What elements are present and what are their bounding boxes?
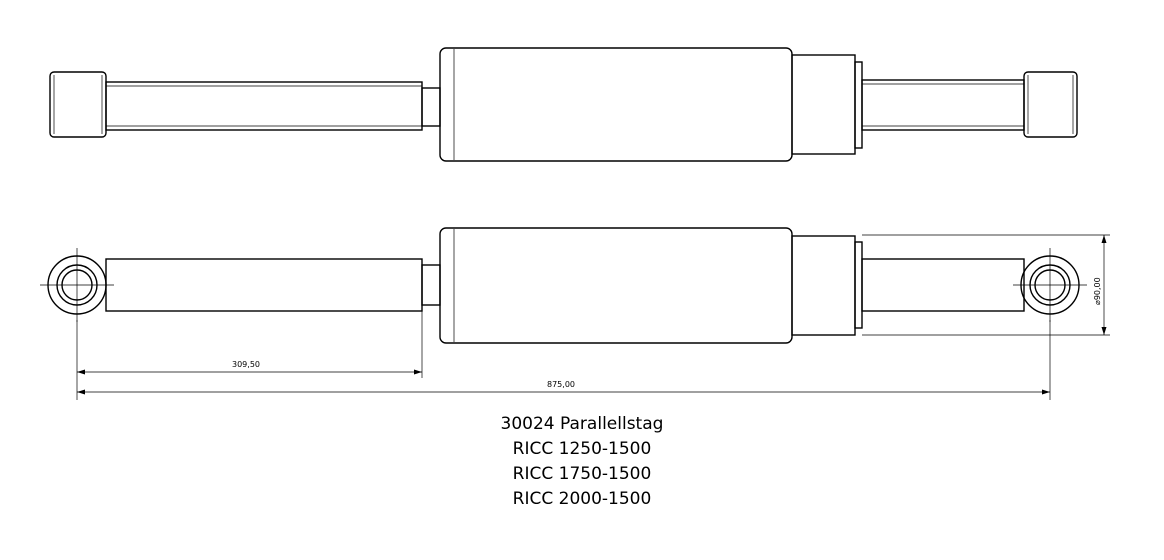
dimension-length-total: 875,00 [77,320,1051,400]
bottom-cap [854,241,863,329]
top-collar [791,54,856,155]
technical-drawing: 309,50 875,00 ⌀90,00 [40,47,1110,400]
caption-model: RICC 1750-1500 [512,464,652,484]
dimension-length-left-label: 309,50 [232,360,260,369]
bottom-left-eye [40,248,114,322]
bottom-right-rod [861,258,1025,312]
dimension-length-left: 309,50 [76,311,423,400]
top-left-rod [105,81,423,131]
top-right-rod [861,79,1025,131]
top-right-end-bushing [1023,71,1078,138]
bottom-left-rod [105,258,423,312]
caption: 30024 Parallellstag RICC 1250-1500 RICC … [382,412,782,512]
top-neck [421,87,441,127]
bottom-neck [421,264,441,306]
bottom-right-eye [1013,248,1087,322]
caption-title: 30024 Parallellstag [500,414,664,434]
dimension-length-total-label: 875,00 [547,380,575,389]
caption-model: RICC 1250-1500 [512,439,652,459]
top-cylinder [439,47,793,162]
caption-model: RICC 2000-1500 [512,489,652,509]
bottom-cylinder [439,227,793,344]
top-left-end-bushing [49,71,107,138]
top-view [49,47,1078,162]
dimension-diameter: ⌀90,00 [862,234,1110,336]
top-cap [854,61,863,149]
bottom-view [40,227,1087,344]
bottom-collar [791,235,856,336]
dimension-diameter-label: ⌀90,00 [1093,277,1102,305]
